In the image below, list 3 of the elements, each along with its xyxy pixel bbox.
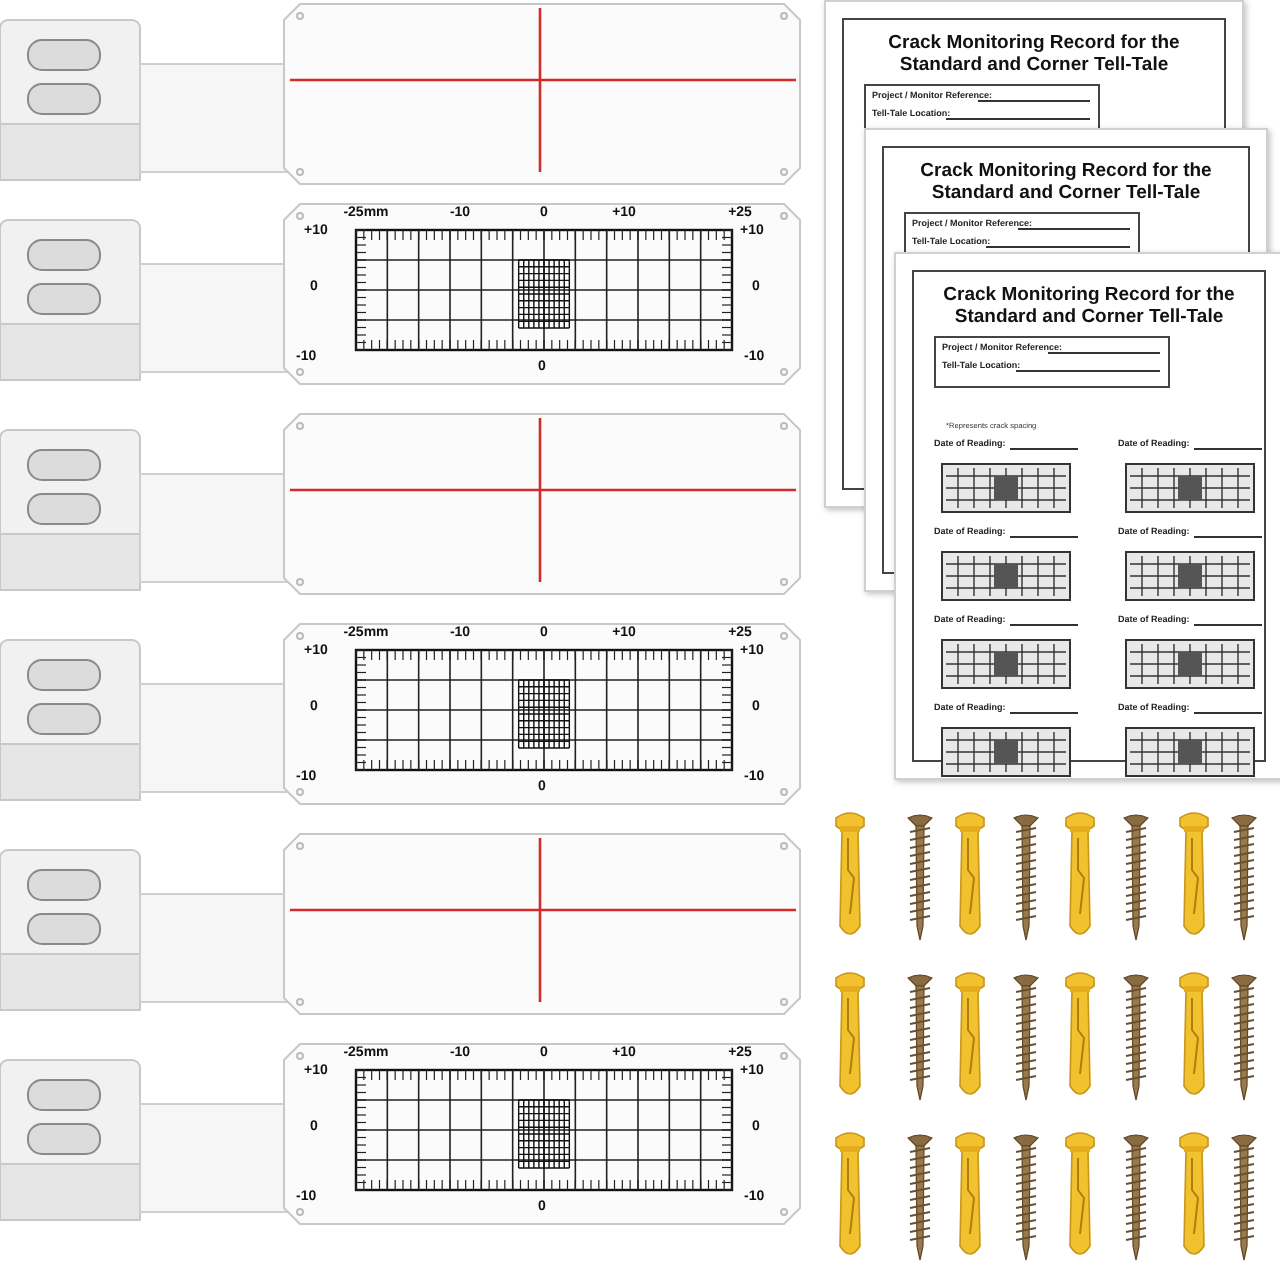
sheet-title: Crack Monitoring Record for the Standard and Corner Tell-Tale [941,284,1237,330]
sheet-title: Crack Monitoring Record for the Standard and Corner Tell-Tale [886,32,1182,78]
sheet-title: Crack Monitoring Record for the Standard and Corner Tell-Tale [918,160,1214,206]
